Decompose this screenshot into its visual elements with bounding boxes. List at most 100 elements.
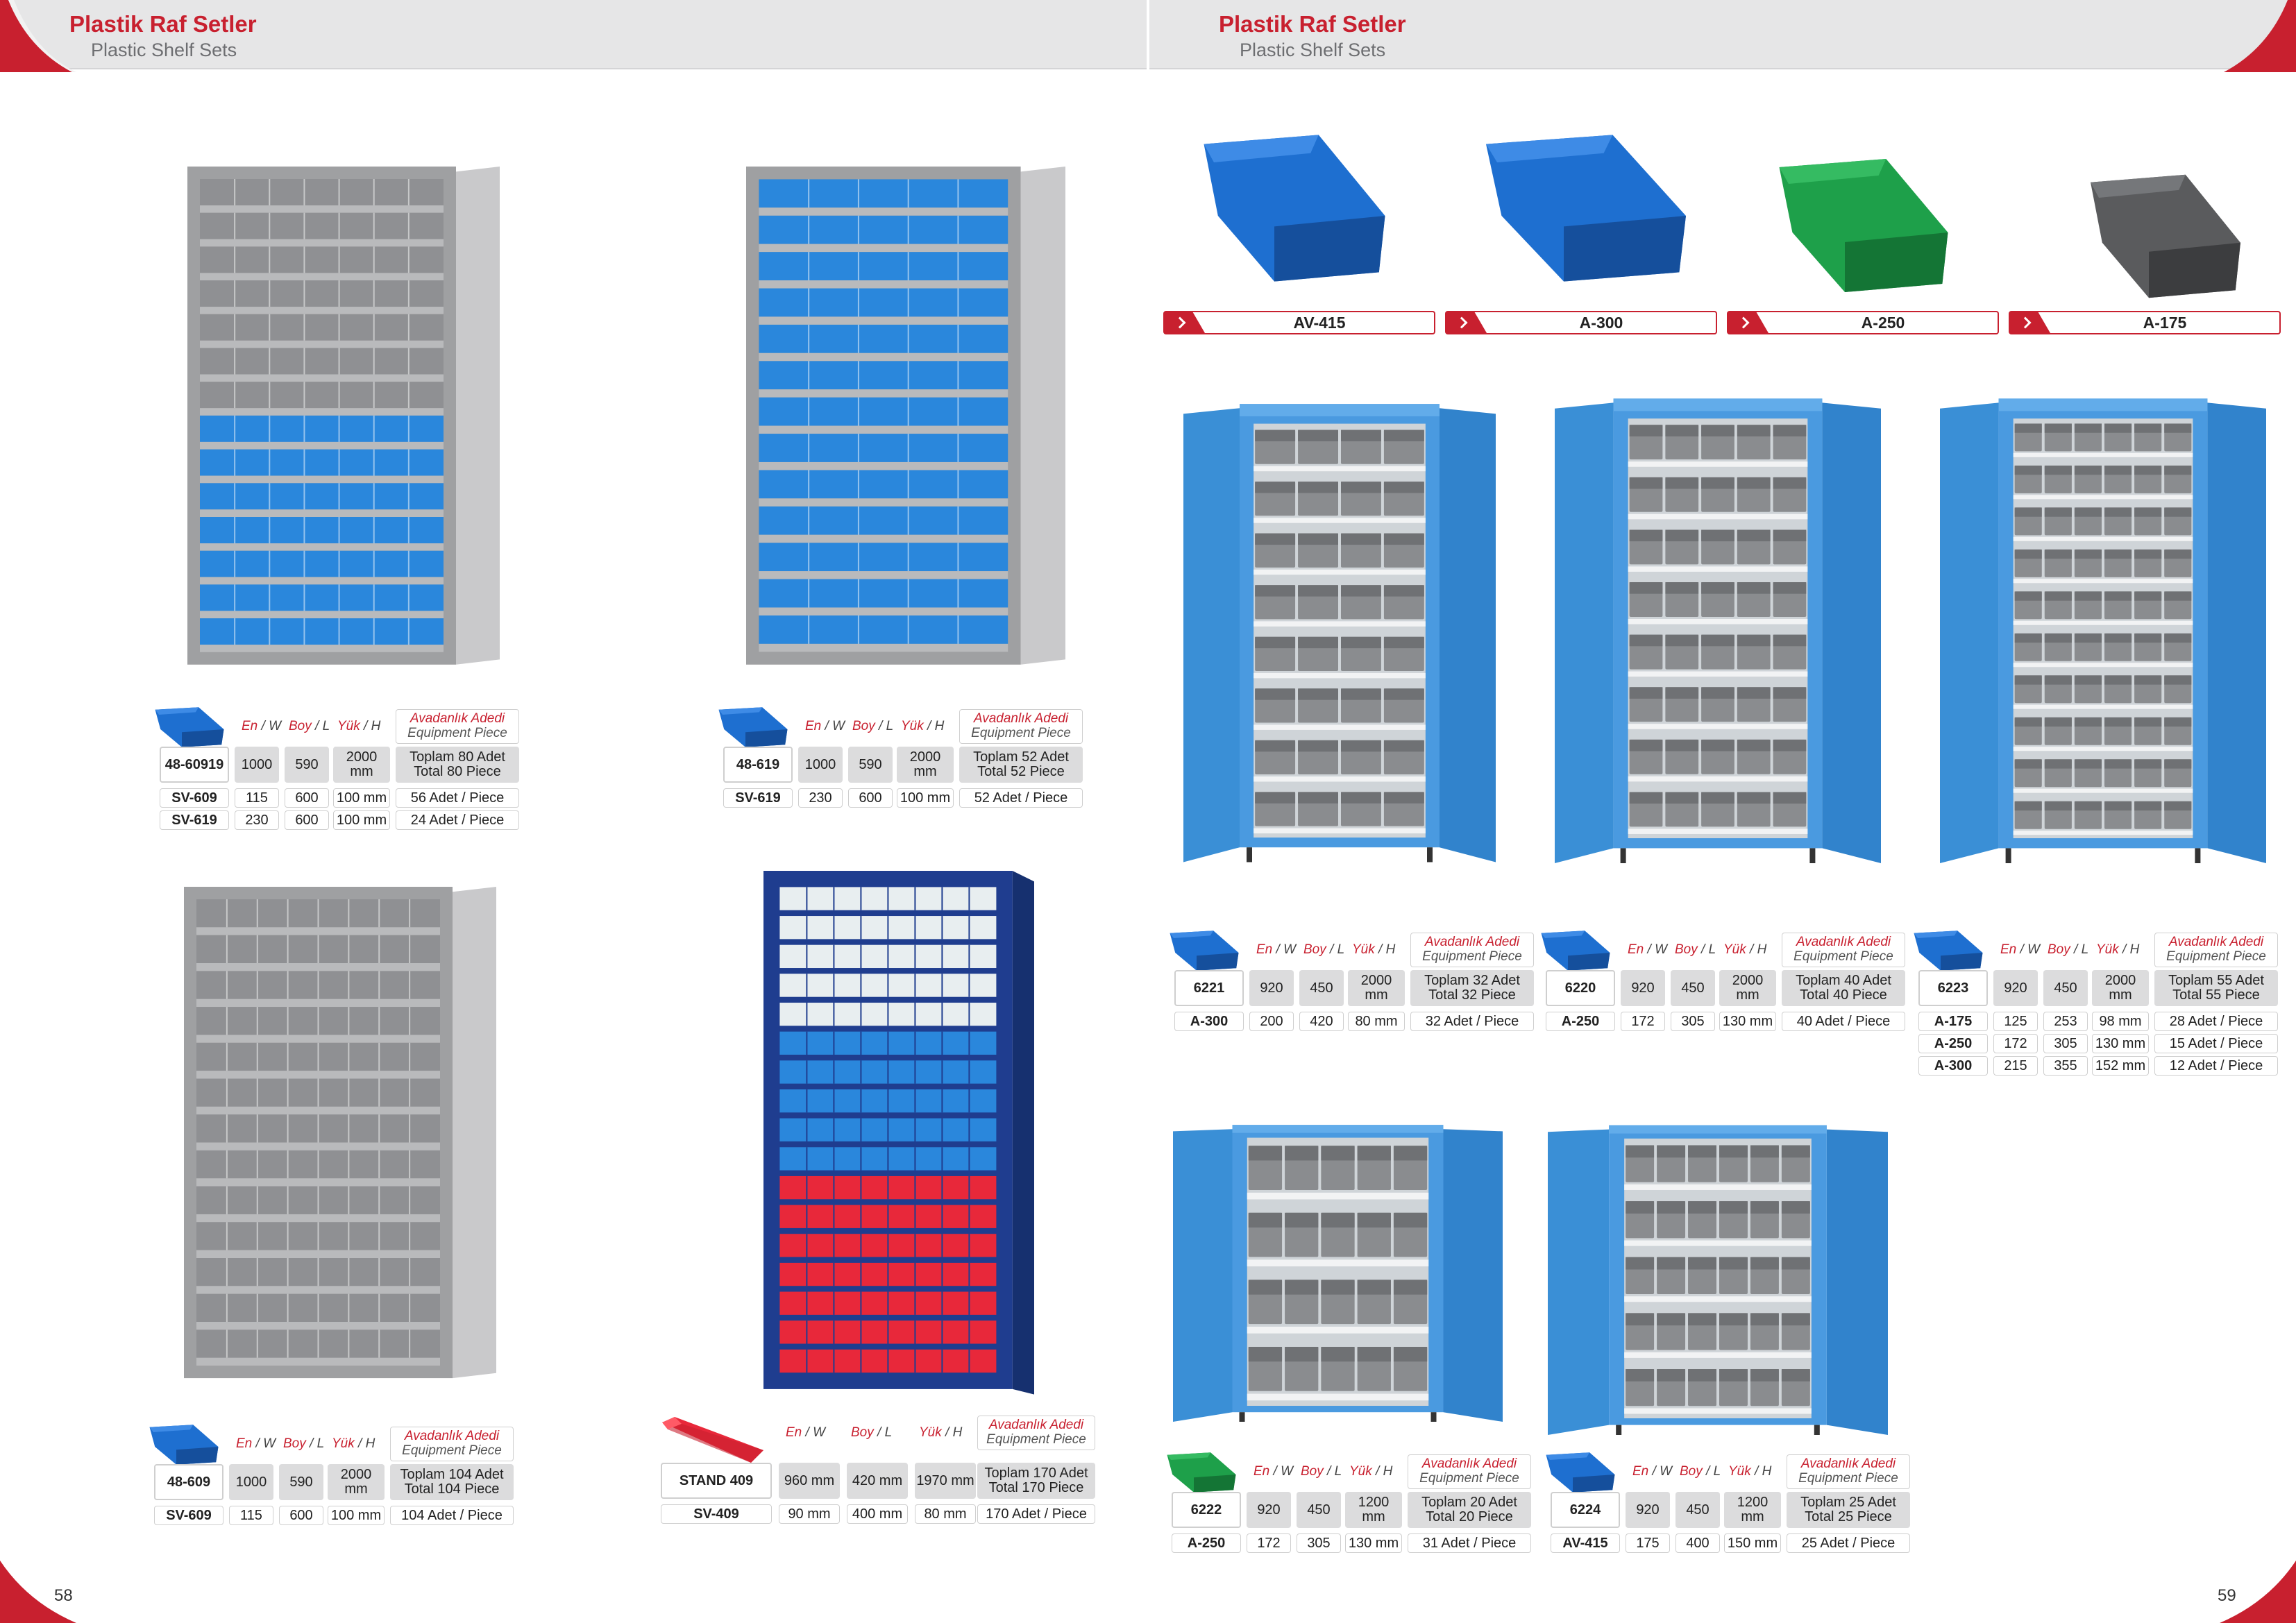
width-value: 960 mm <box>779 1463 840 1499</box>
column-header-en: L <box>884 1425 893 1440</box>
height-value: 80 mm <box>1348 1012 1405 1031</box>
column-header-en: L <box>316 1436 325 1451</box>
column-header-width: En / W <box>1628 942 1667 958</box>
width-value: 1000 <box>229 1464 273 1500</box>
width-value: 172 <box>1621 1012 1665 1031</box>
width-value: 172 <box>1993 1034 2038 1053</box>
height-value: 2000 mm <box>897 747 954 783</box>
column-header-en: L <box>2081 942 2089 957</box>
column-header-en: W <box>2027 942 2041 957</box>
column-header-sep: / <box>941 1425 953 1440</box>
column-header-sep: / <box>1644 942 1655 957</box>
column-header-sep: / <box>821 719 833 733</box>
piece-count: 32 Adet / Piece <box>1410 1012 1534 1031</box>
door-cabinet-illustration <box>1548 1119 1888 1452</box>
bin-code: SV-619 <box>160 810 229 830</box>
length-value: 400 <box>1675 1533 1720 1553</box>
column-header-tr: Avadanlık Adedi <box>1421 1456 1517 1471</box>
column-header-length: Boy / L <box>1680 1464 1721 1479</box>
footer-corner-swoosh-right <box>2220 1561 2296 1623</box>
column-header-en: W <box>263 1436 276 1451</box>
model-code: 48-60919 <box>160 747 229 783</box>
column-header-tr: En <box>236 1436 253 1451</box>
length-value: 450 <box>1297 1492 1341 1528</box>
total-pieces-en: Total 55 Piece <box>2172 987 2260 1003</box>
column-header-width: En / W <box>1256 942 1296 958</box>
bin-code: SV-409 <box>661 1504 772 1524</box>
column-header-sep: / <box>360 719 371 733</box>
column-header-en: W <box>1655 942 1668 957</box>
width-value: 230 <box>235 810 279 830</box>
column-header-tr: Boy <box>283 1436 306 1451</box>
column-header-width: En / W <box>805 719 845 734</box>
column-header-tr: En <box>805 719 822 733</box>
height-value: 2000 mm <box>1719 970 1776 1006</box>
length-value: 305 <box>2043 1034 2088 1053</box>
total-pieces-tr: Toplam 52 Adet <box>973 749 1069 765</box>
length-value: 305 <box>1671 1012 1715 1031</box>
column-header-en: H <box>934 719 945 733</box>
column-header-height: Yük / H <box>1349 1464 1392 1479</box>
width-value: 920 <box>1249 970 1294 1006</box>
bin-icon <box>661 1416 765 1464</box>
column-header-tr: Boy <box>2048 942 2070 957</box>
column-header-en: H <box>1762 1464 1772 1479</box>
column-header-en: L <box>886 719 894 733</box>
stand-cabinet-illustration <box>763 871 1034 1405</box>
page-title-right: Plastik Raf Setler <box>1219 11 1406 37</box>
length-value: 420 <box>1299 1012 1344 1031</box>
height-value: 130 mm <box>1345 1533 1402 1553</box>
height-value: 2000 mm <box>2092 970 2149 1006</box>
column-header-tr: En <box>1253 1464 1270 1479</box>
column-header-width: En / W <box>1632 1464 1672 1479</box>
width-value: 230 <box>798 788 843 808</box>
column-header-tr: Yük <box>2096 942 2119 957</box>
bin-label-av415: AV-415 <box>1163 311 1435 334</box>
total-pieces-en: Total 20 Piece <box>1426 1509 1513 1524</box>
piece-count: 170 Adet / Piece <box>977 1504 1095 1524</box>
door-cabinet-illustration <box>1940 389 2266 888</box>
footer-corner-swoosh-left <box>0 1561 76 1623</box>
column-header-en: H <box>1757 942 1767 957</box>
column-header-tr: Boy <box>1301 1464 1324 1479</box>
height-value: 130 mm <box>1719 1012 1776 1031</box>
column-header-tr: Avadanlık Adedi <box>973 711 1069 726</box>
column-header-en: Equipment Piece <box>1793 949 1893 964</box>
column-header-tr: Yük <box>1728 1464 1751 1479</box>
chevron-right-icon <box>1446 312 1487 333</box>
column-header-tr: Boy <box>289 719 312 733</box>
column-header-tr: Boy <box>852 719 875 733</box>
bin-icon <box>1166 930 1242 971</box>
column-header-height: Yük / H <box>1728 1464 1771 1479</box>
width-value: 115 <box>229 1506 273 1525</box>
column-header-sep: / <box>873 1425 885 1440</box>
length-value: 450 <box>1675 1492 1720 1528</box>
height-value: 80 mm <box>915 1504 976 1524</box>
column-header-sep: / <box>1702 1464 1714 1479</box>
column-header-tr: En <box>2000 942 2017 957</box>
column-header-length: Boy / L <box>851 1425 892 1441</box>
height-value: 100 mm <box>328 1506 385 1525</box>
total-pieces-tr: Toplam 25 Adet <box>1800 1495 1896 1510</box>
width-value: 200 <box>1249 1012 1294 1031</box>
total-pieces-tr: Toplam 55 Adet <box>2168 973 2264 988</box>
height-value: 100 mm <box>897 788 954 808</box>
column-header-tr: En <box>786 1425 802 1440</box>
column-header-en: W <box>813 1425 826 1440</box>
column-header-en: W <box>832 719 845 733</box>
bin-code: A-250 <box>1918 1034 1988 1053</box>
column-header-sep: / <box>1272 942 1284 957</box>
column-header-en: L <box>1337 942 1345 957</box>
column-header-tr: Boy <box>1303 942 1326 957</box>
bin-code: AV-415 <box>1293 313 1346 332</box>
total-pieces-en: Total 40 Piece <box>1800 987 1887 1003</box>
